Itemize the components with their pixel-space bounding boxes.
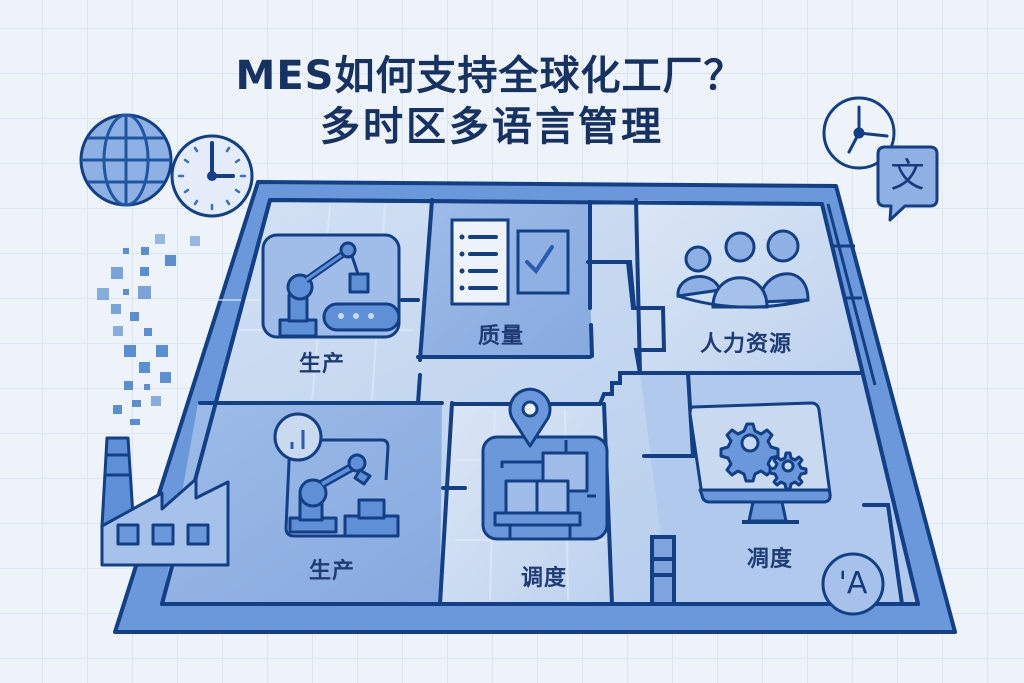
translate-bubble-icon xyxy=(876,145,939,222)
clock-icon xyxy=(170,134,254,218)
page-title-line-2: 多时区多语言管理 xyxy=(320,104,664,150)
checklist-icon xyxy=(450,218,570,306)
monitor-gears-icon xyxy=(688,401,832,524)
location-pin-boxes-icon xyxy=(481,387,609,541)
room-label-scheduling: 调度 xyxy=(520,566,567,591)
room-label-scheduling-monitor: 凋度 xyxy=(746,547,793,572)
room-label-production-top: 生产 xyxy=(298,352,345,377)
language-badge-text: 'A xyxy=(838,566,868,601)
robot-arm-conveyor-icon xyxy=(261,233,401,339)
factory-icon xyxy=(100,436,230,567)
page-title-line-1: MES如何支持全球化工厂？ xyxy=(235,53,745,99)
room-label-hr: 人力资源 xyxy=(699,332,792,357)
pixel-data-particles xyxy=(97,234,200,425)
translate-glyph: 文 xyxy=(890,156,925,196)
people-group-icon xyxy=(676,229,810,309)
language-a-icon xyxy=(821,552,885,616)
globe-icon xyxy=(79,113,173,207)
clock-icon xyxy=(822,96,896,170)
room-label-production-bottom: 生产 xyxy=(308,559,355,584)
room-label-quality: 质量 xyxy=(477,324,524,349)
robot-arm-chart-icon xyxy=(273,412,400,538)
